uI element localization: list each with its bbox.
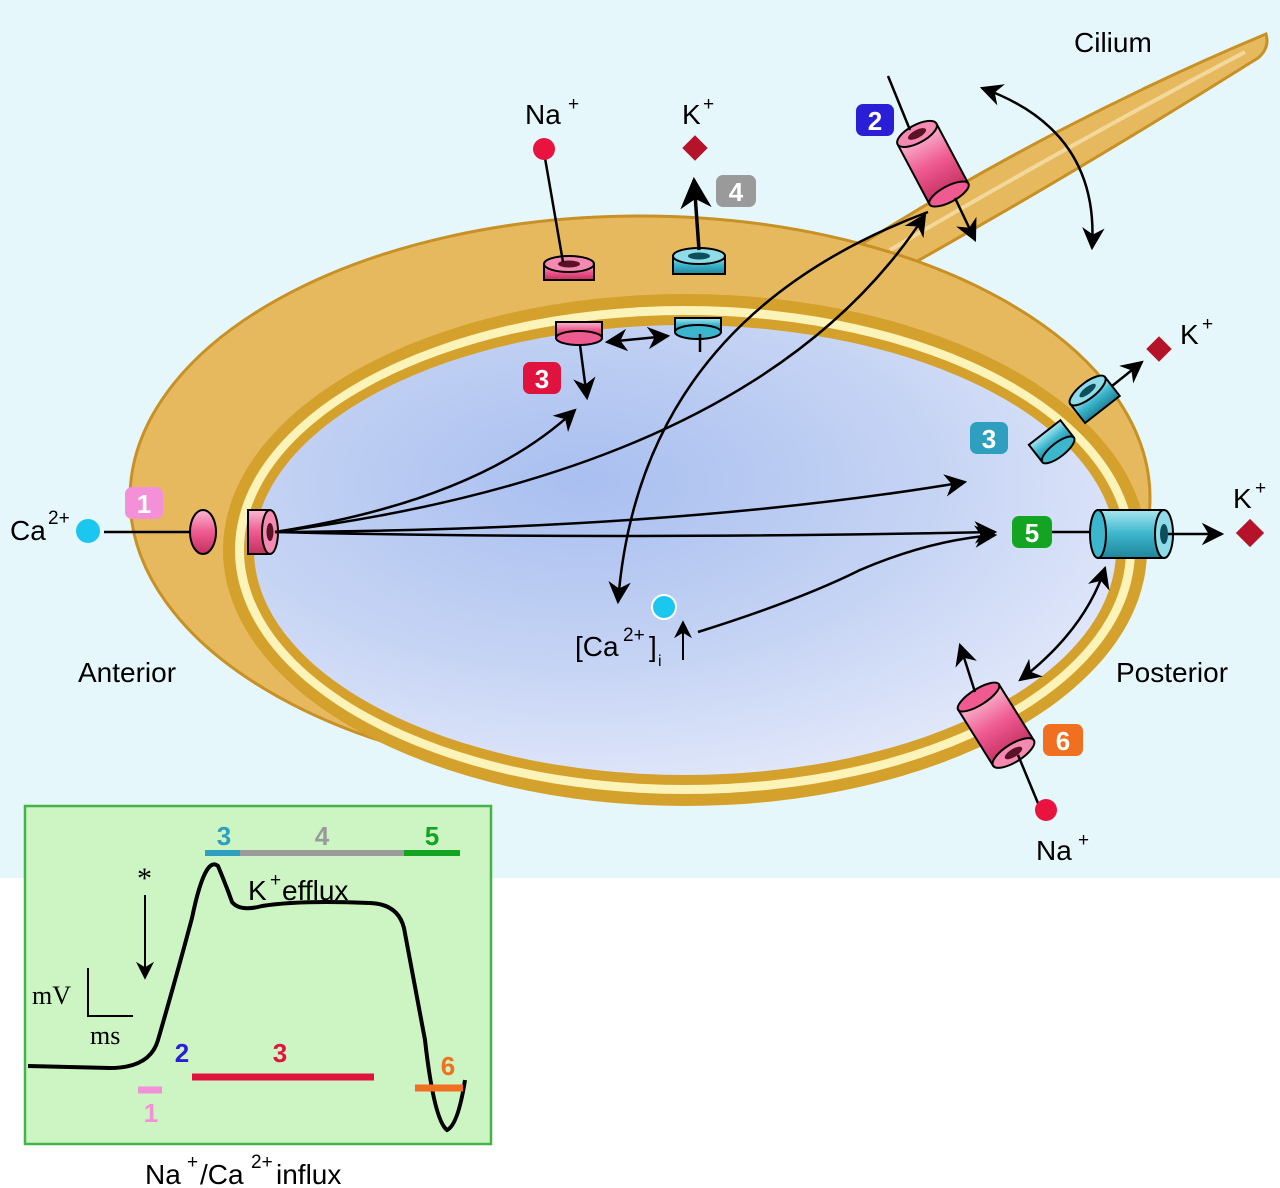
channel-6-na-bottom — [956, 681, 1036, 769]
k-ion-right — [1146, 336, 1172, 362]
svg-text:]: ] — [649, 631, 657, 662]
svg-text:5: 5 — [1025, 518, 1039, 548]
signal-arrows — [104, 75, 1225, 809]
channel-3-k-right-outer — [1068, 374, 1122, 425]
k-ion-top — [682, 135, 708, 161]
ca-intracellular-label: [Ca 2+ ] i — [575, 625, 662, 670]
channel-1-inner-ca — [247, 509, 279, 555]
inset-num-3-top: 3 — [217, 821, 231, 851]
k-ion-posterior — [1235, 518, 1265, 548]
badge-6: 6 — [1043, 724, 1083, 756]
svg-text:Na: Na — [1036, 835, 1072, 866]
svg-text:+: + — [1255, 478, 1266, 499]
badge-1: 1 — [125, 487, 163, 519]
na-ion-bottom — [1035, 799, 1057, 821]
na-label-top: Na + — [525, 94, 579, 130]
badge-3-na: 3 — [523, 362, 561, 394]
channel-3-na-inner — [555, 321, 603, 346]
inset-num-6-bottom: 6 — [441, 1051, 455, 1081]
na-label-bottom: Na + — [1036, 830, 1089, 866]
channel-na-top-outer — [543, 255, 595, 281]
svg-text:3: 3 — [535, 364, 549, 394]
badge-5: 5 — [1012, 516, 1052, 548]
svg-text:+: + — [187, 1152, 198, 1173]
k-label-posterior: K + — [1233, 478, 1266, 514]
svg-text:K: K — [1233, 483, 1252, 514]
svg-text:+: + — [568, 94, 579, 115]
svg-text:+: + — [1202, 314, 1213, 335]
stimulus-star: * — [137, 862, 152, 895]
inset-num-2-bottom: 2 — [175, 1038, 189, 1068]
inset-num-1-bottom: 1 — [144, 1098, 158, 1128]
svg-text:K: K — [682, 99, 701, 130]
posterior-label: Posterior — [1116, 657, 1228, 688]
svg-text:+: + — [1078, 830, 1089, 851]
cell-cytoplasm — [254, 325, 1116, 775]
channel-4-k-outer — [672, 247, 726, 275]
inset-num-3-bottom: 3 — [273, 1038, 287, 1068]
na-ion-top — [533, 138, 555, 160]
svg-text:influx: influx — [276, 1159, 341, 1188]
k-label-right: K + — [1180, 314, 1213, 350]
ca-ion-intracellular — [651, 594, 677, 620]
svg-text:6: 6 — [1056, 726, 1070, 756]
svg-text:i: i — [658, 653, 662, 670]
svg-text:3: 3 — [982, 424, 996, 454]
ca-label-anterior: Ca 2+ — [10, 508, 70, 546]
action-potential-trace — [27, 862, 467, 1133]
badge-4: 4 — [716, 175, 756, 207]
ca-ion-anterior — [76, 519, 100, 543]
svg-text:2+: 2+ — [623, 625, 645, 646]
svg-text:/Ca: /Ca — [200, 1159, 244, 1188]
badge-2: 2 — [856, 104, 894, 136]
badge-3-k: 3 — [970, 422, 1008, 454]
channel-3-k-right-inner — [1027, 418, 1076, 465]
cilium-label: Cilium — [1074, 27, 1152, 58]
inset-num-5-top: 5 — [425, 821, 439, 851]
svg-text:2+: 2+ — [251, 1152, 273, 1173]
k-label-top: K + — [682, 94, 714, 130]
svg-text:Na: Na — [145, 1159, 181, 1188]
channel-1-outer-ca — [189, 509, 217, 555]
action-potential-inset: 3 4 5 K + efflux * mV ms 2 3 1 6 — [23, 804, 493, 1146]
svg-text:[Ca: [Ca — [575, 631, 619, 662]
k-efflux-label-k: K — [248, 875, 267, 906]
channel-k-inner-top — [674, 317, 722, 340]
svg-text:+: + — [270, 870, 281, 891]
svg-text:2: 2 — [868, 106, 882, 136]
scale-ms: ms — [90, 1021, 120, 1050]
svg-text:+: + — [703, 94, 714, 115]
svg-text:1: 1 — [137, 489, 151, 519]
inset-num-4-top: 4 — [315, 821, 330, 851]
channel-2-cilium — [896, 119, 970, 208]
svg-text:K: K — [1180, 319, 1199, 350]
svg-text:Na: Na — [525, 99, 561, 130]
svg-text:4: 4 — [729, 177, 744, 207]
anterior-label: Anterior — [78, 657, 176, 688]
svg-text:Ca: Ca — [10, 515, 46, 546]
channel-5-k-posterior — [1089, 509, 1174, 559]
na-ca-influx-caption: Na + /Ca 2+ influx — [145, 1152, 341, 1188]
scale-mv: mV — [32, 981, 71, 1010]
svg-text:2+: 2+ — [48, 508, 70, 529]
